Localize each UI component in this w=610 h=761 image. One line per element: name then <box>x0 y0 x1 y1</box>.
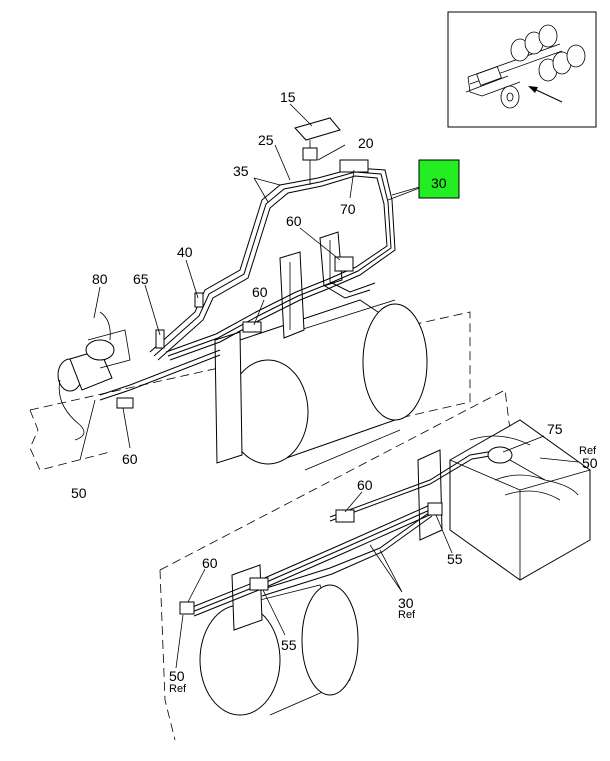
callout-50-right: 50 <box>582 455 598 471</box>
callout-60-lower: 60 <box>357 477 373 493</box>
callout-50-left: 50 <box>71 485 87 501</box>
callout-60-upper: 60 <box>286 213 302 229</box>
locator-inset <box>447 11 597 128</box>
callout-75: 75 <box>547 421 563 437</box>
callout-15: 15 <box>280 89 296 105</box>
callout-55-lower: 55 <box>281 637 297 653</box>
callout-30-lower-ref: Ref <box>398 609 416 621</box>
callout-60-lowleft: 60 <box>202 555 218 571</box>
callout-20: 20 <box>358 135 374 151</box>
callout-40: 40 <box>177 244 193 260</box>
upper-air-lines <box>99 117 396 409</box>
callout-60-left: 60 <box>122 451 138 467</box>
highlight-box <box>418 159 460 199</box>
air-dryer-assembly <box>57 311 131 441</box>
callout-50-right-ref: Ref <box>579 445 597 457</box>
callout-70: 70 <box>340 201 356 217</box>
callout-80: 80 <box>92 271 108 287</box>
callout-55-right: 55 <box>447 551 463 567</box>
upper-frame-rail <box>29 231 471 471</box>
callout-65: 65 <box>133 271 149 287</box>
lower-frame-rail <box>159 389 591 741</box>
callout-50-bottom: 50 <box>169 668 185 684</box>
callout-35: 35 <box>233 163 249 179</box>
callout-30-lower: 30 <box>398 595 414 611</box>
callout-30-highlighted: 30 <box>431 175 447 191</box>
callout-25: 25 <box>258 132 274 148</box>
callout-60-mid: 60 <box>252 284 268 300</box>
callout-50-bottom-ref: Ref <box>169 683 187 695</box>
callout-labels: 15 25 20 35 30 70 60 40 80 65 60 60 50 7… <box>71 89 598 695</box>
